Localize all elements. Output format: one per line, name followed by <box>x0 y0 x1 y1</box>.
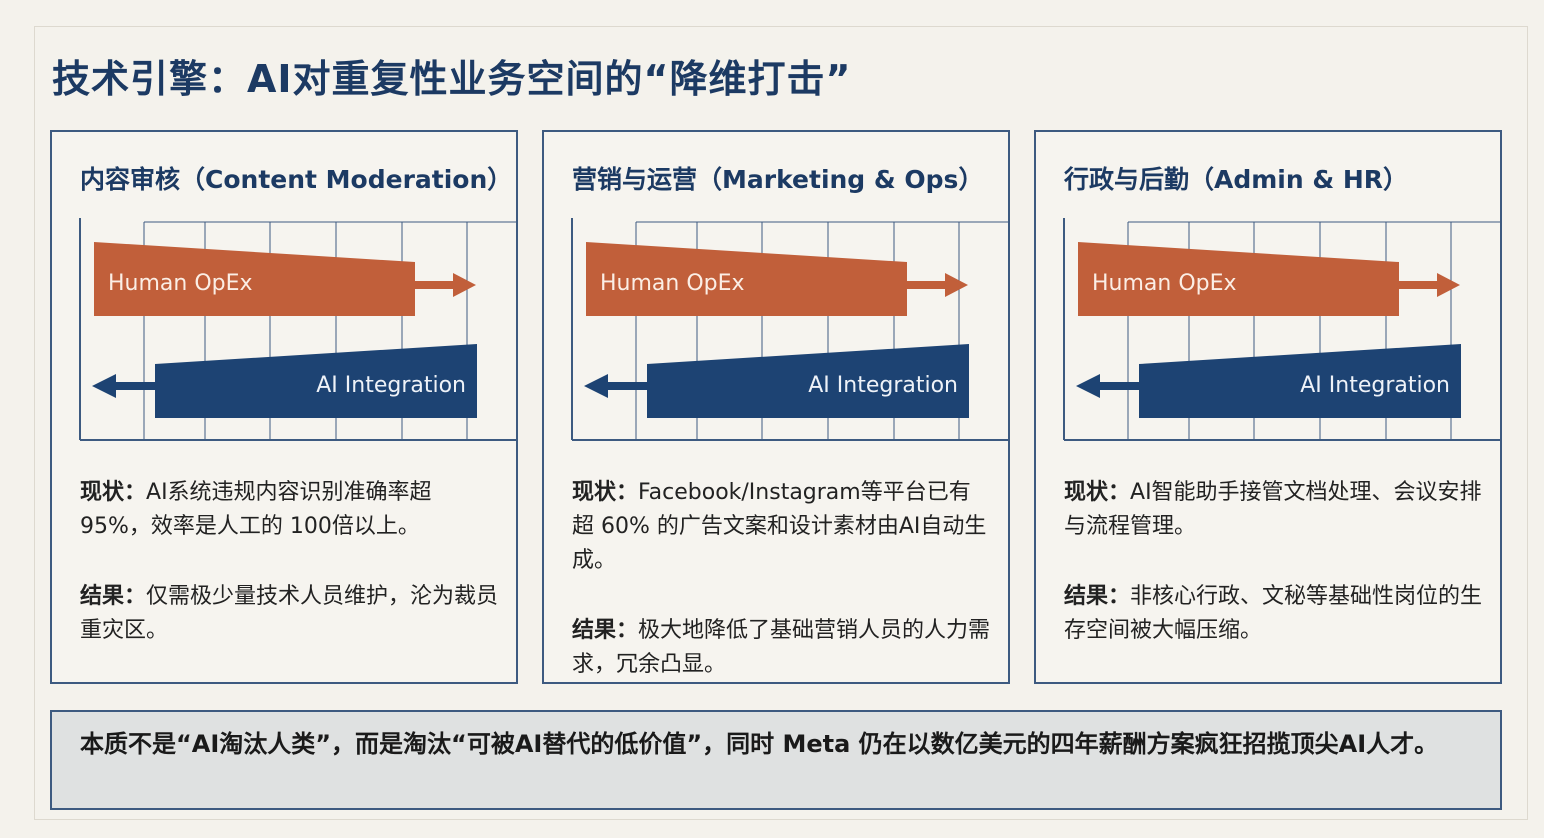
result-text: 结果：非核心行政、文秘等基础性岗位的生存空间被大幅压缩。 <box>1064 580 1484 648</box>
page-title: 技术引擎：AI对重复性业务空间的“降维打击” <box>52 57 852 101</box>
human-opex-label: Human OpEx <box>108 271 253 296</box>
text-label: 现状： <box>80 480 147 505</box>
text-label: 结果： <box>1064 584 1131 609</box>
status-text: 现状：AI系统违规内容识别准确率超95%，效率是人工的 100倍以上。 <box>80 476 500 544</box>
ai-integration-bar <box>155 344 477 418</box>
left-arrow-icon <box>92 374 155 398</box>
left-arrow-icon <box>584 374 647 398</box>
sector-panel: 内容审核（Content Moderation） Human OpEx AI I… <box>50 130 518 684</box>
right-arrow-icon <box>415 273 476 297</box>
text-label: 现状： <box>572 480 639 505</box>
human-opex-bar <box>586 242 907 316</box>
result-text: 结果：极大地降低了基础营销人员的人力需求，冗余凸显。 <box>572 614 992 682</box>
ai-integration-label: AI Integration <box>808 373 958 398</box>
panel-title: 内容审核（Content Moderation） <box>80 165 513 194</box>
text-label: 结果： <box>80 584 147 609</box>
ai-integration-label: AI Integration <box>1300 373 1450 398</box>
human-opex-label: Human OpEx <box>1092 271 1237 296</box>
trend-diagram: Human OpEx AI Integration <box>1063 218 1502 441</box>
sector-panel: 营销与运营（Marketing & Ops） Human OpEx AI Int… <box>542 130 1010 684</box>
text-label: 非核心行政、文秘等基础性岗位的生存空间被大幅压缩。 <box>1064 584 1483 643</box>
status-text: 现状：AI智能助手接管文档处理、会议安排与流程管理。 <box>1064 476 1484 544</box>
ai-integration-label: AI Integration <box>316 373 466 398</box>
human-opex-bar <box>1078 242 1399 316</box>
result-text: 结果：仅需极少量技术人员维护，沦为裁员重灾区。 <box>80 580 500 648</box>
trend-diagram: Human OpEx AI Integration <box>79 218 518 441</box>
text-label: AI智能助手接管文档处理、会议安排与流程管理。 <box>1064 480 1482 539</box>
text-label: 仅需极少量技术人员维护，沦为裁员重灾区。 <box>80 584 499 643</box>
human-opex-label: Human OpEx <box>600 271 745 296</box>
trend-diagram: Human OpEx AI Integration <box>571 218 1010 441</box>
left-arrow-icon <box>1076 374 1139 398</box>
right-arrow-icon <box>1399 273 1460 297</box>
status-text: 现状：Facebook/Instagram等平台已有超 60% 的广告文案和设计… <box>572 476 992 578</box>
text-label: 结果： <box>572 618 639 643</box>
text-label: 现状： <box>1064 480 1131 505</box>
right-arrow-icon <box>907 273 968 297</box>
panel-title: 行政与后勤（Admin & HR） <box>1064 165 1409 194</box>
conclusion-box: 本质不是“AI淘汰人类”，而是淘汰“可被AI替代的低价值”，同时 Meta 仍在… <box>50 710 1502 810</box>
text-label: AI系统违规内容识别准确率超95%，效率是人工的 100倍以上。 <box>80 480 432 539</box>
text-label: 极大地降低了基础营销人员的人力需求，冗余凸显。 <box>572 618 991 677</box>
sector-panel: 行政与后勤（Admin & HR） Human OpEx AI Integrat… <box>1034 130 1502 684</box>
panel-title: 营销与运营（Marketing & Ops） <box>572 165 984 194</box>
text-label: Facebook/Instagram等平台已有超 60% 的广告文案和设计素材由… <box>572 480 987 573</box>
human-opex-bar <box>94 242 415 316</box>
ai-integration-bar <box>647 344 969 418</box>
ai-integration-bar <box>1139 344 1461 418</box>
page-frame <box>34 26 1528 820</box>
